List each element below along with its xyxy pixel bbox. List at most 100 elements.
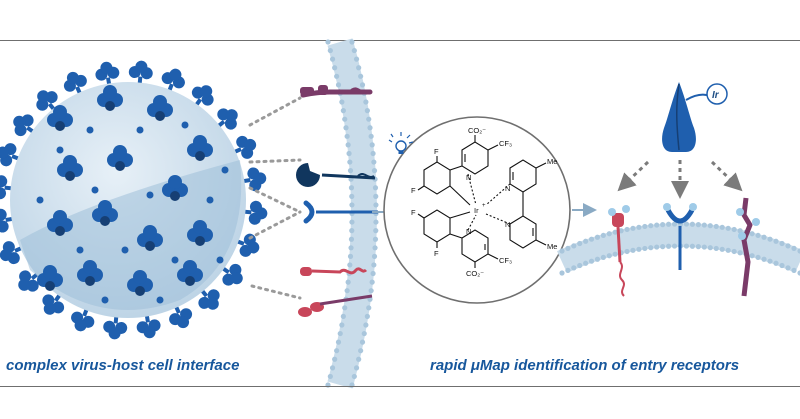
spike-protein — [213, 108, 238, 131]
surface-dot — [146, 191, 154, 199]
surface-dot — [171, 256, 179, 264]
spike-protein — [161, 68, 185, 96]
lipid-head — [361, 330, 367, 337]
lipid-head — [327, 373, 333, 380]
surface-dot — [101, 296, 109, 304]
lipid-head — [373, 202, 379, 208]
lipid-head — [368, 288, 374, 294]
surface-dot — [221, 166, 229, 174]
lipid-head — [565, 245, 571, 251]
lipid-head — [565, 267, 571, 273]
probe-protein: Ir — [662, 82, 728, 152]
lipid-head — [600, 232, 606, 239]
lipid-head — [749, 253, 755, 259]
lipid-head — [371, 253, 378, 259]
lipid-head — [695, 244, 701, 250]
lipid-head — [577, 262, 583, 269]
lipid-head — [373, 219, 379, 225]
lipid-head — [337, 330, 343, 337]
lipid-head — [370, 150, 376, 157]
label-n-3: N — [505, 184, 510, 193]
virus-particle — [0, 60, 268, 340]
lipid-head — [359, 339, 366, 345]
spike-protein — [18, 269, 43, 292]
label-me-bottom: Me — [547, 242, 557, 251]
lipid-head — [335, 82, 342, 88]
lipid-head — [666, 243, 672, 249]
label-ir: Ir — [474, 206, 479, 215]
lipid-head — [349, 228, 355, 234]
receptor-mauve — [298, 294, 373, 317]
lipid-head — [373, 193, 379, 199]
spike-protein — [0, 143, 24, 167]
lipid-head — [755, 232, 761, 239]
surface-protein — [187, 135, 213, 161]
lipid-head — [371, 262, 377, 268]
lipid-head — [725, 225, 731, 231]
membrane-lipid-heads-right — [559, 221, 800, 276]
lipid-head — [683, 243, 690, 249]
lipid-head — [571, 243, 577, 249]
lipid-head — [773, 238, 779, 244]
spike-protein — [197, 285, 220, 310]
surface-protein — [177, 260, 203, 286]
surface-protein — [97, 85, 123, 111]
lipid-head — [636, 246, 642, 252]
lipid-head — [683, 221, 690, 227]
lipid-head — [713, 245, 719, 252]
lipid-head — [339, 322, 345, 328]
lipid-head — [701, 244, 707, 250]
lightbulb-icon — [388, 132, 414, 154]
lipid-head — [785, 243, 791, 249]
label-f-4: F — [434, 249, 439, 258]
lipid-head — [707, 245, 713, 251]
receptor-red-labeled — [608, 205, 630, 297]
lipid-head — [707, 223, 713, 229]
label-cf3-top: CF₃ — [499, 139, 512, 148]
lipid-head — [359, 82, 366, 88]
lipid-head — [351, 47, 357, 54]
lipid-head — [345, 279, 351, 285]
surface-protein — [77, 260, 103, 286]
lipid-head — [755, 254, 761, 261]
lipid-head — [797, 248, 800, 254]
label-co2-bottom: CO₂⁻ — [466, 269, 484, 278]
lipid-head — [363, 99, 369, 105]
lipid-head — [583, 260, 589, 266]
surface-dot — [86, 126, 94, 134]
lipid-head — [358, 348, 364, 354]
lipid-head — [368, 133, 374, 139]
spike-protein — [169, 301, 193, 329]
caption-right: rapid μMap identification of entry recep… — [430, 357, 740, 374]
surface-protein — [187, 220, 213, 246]
lipid-head — [689, 243, 696, 249]
lipid-head — [371, 159, 377, 165]
lipid-head — [345, 142, 351, 148]
lipid-head — [606, 231, 612, 237]
lipid-head — [689, 221, 696, 227]
label-ir-charge: + — [482, 203, 486, 209]
lipid-head — [351, 373, 357, 380]
lipid-head — [791, 245, 797, 251]
lipid-head — [367, 125, 373, 131]
lipid-head — [642, 245, 648, 252]
lipid-head — [371, 168, 378, 174]
surface-protein — [127, 270, 153, 296]
lipid-head — [348, 236, 355, 242]
lipid-head — [695, 222, 701, 228]
lipid-head — [342, 305, 348, 311]
lipid-head — [339, 99, 345, 105]
lipid-head — [719, 246, 725, 252]
lipid-head — [356, 356, 362, 362]
lipid-head — [363, 322, 369, 328]
lipid-head — [773, 260, 779, 266]
lipid-head — [348, 185, 355, 191]
lipid-head — [767, 236, 773, 242]
ir-tag-icon — [706, 83, 728, 105]
surface-dot — [121, 246, 129, 254]
lipid-head — [347, 159, 353, 165]
lipid-head — [624, 248, 630, 255]
label-n-1: N — [466, 173, 471, 182]
surface-protein — [137, 225, 163, 251]
